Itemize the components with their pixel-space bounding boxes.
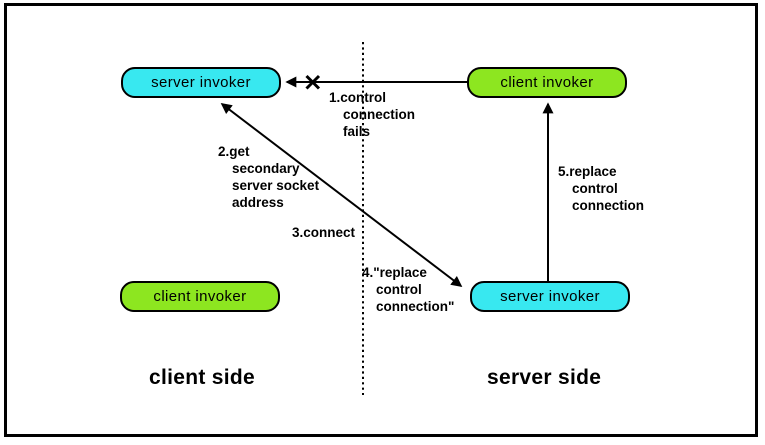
box-server-side-client-invoker: client invoker <box>467 67 627 98</box>
label-step2-get-secondary-server-socket-address: 2.get secondary server socket address <box>218 144 320 210</box>
label-step1-control-connection-fails: 1.control connection fails <box>329 90 416 139</box>
connection-failure-x-icon <box>305 74 321 90</box>
label-step4-replace-control-connection-message: 4."replace control connection" <box>362 265 455 314</box>
box-server-side-server-invoker: server invoker <box>470 281 630 312</box>
label-step5-replace-control-connection: 5.replace control connection <box>558 164 645 213</box>
box-label: server invoker <box>151 74 251 91</box>
arrow-2-3-get-address-and-connect <box>220 103 463 287</box>
box-label: client invoker <box>500 74 594 91</box>
box-label: client invoker <box>153 288 247 305</box>
box-client-side-client-invoker: client invoker <box>120 281 280 312</box>
box-label: server invoker <box>500 288 600 305</box>
server-side-label: server side <box>487 366 602 389</box>
diagram-border <box>4 3 758 437</box>
client-side-label: client side <box>149 366 256 389</box>
label-step3-connect: 3.connect <box>292 225 356 240</box>
box-client-side-server-invoker: server invoker <box>121 67 281 98</box>
